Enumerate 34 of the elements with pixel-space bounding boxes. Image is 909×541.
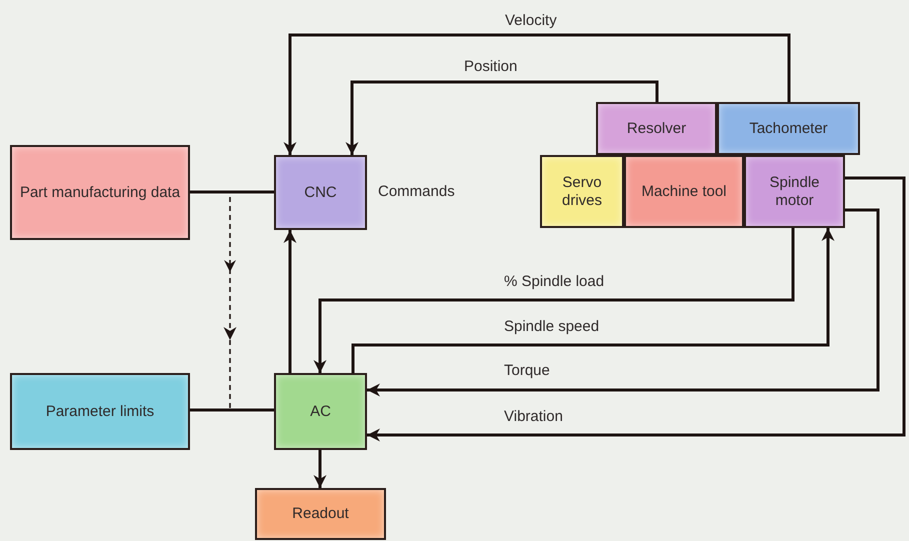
node-label: AC <box>309 402 332 420</box>
node-label: Machine tool <box>640 182 728 200</box>
arrow <box>314 450 326 488</box>
node-label: Spindle motor <box>768 174 821 210</box>
node-label: Servo drives <box>560 174 603 210</box>
arrow <box>346 80 658 155</box>
node-label: Tachometer <box>748 120 829 138</box>
signal-label: Commands <box>378 183 455 201</box>
controller-box <box>274 155 367 230</box>
connector-line <box>190 408 274 412</box>
arrow <box>284 34 790 155</box>
connector-line <box>190 190 274 194</box>
node-label: CNC <box>303 184 338 202</box>
node-label: Readout <box>291 505 350 523</box>
data-box <box>10 145 190 240</box>
sensor-box <box>717 102 860 155</box>
sensor-box <box>596 102 717 155</box>
node-label: Part manufacturing data <box>18 184 182 202</box>
limits-box <box>10 373 190 450</box>
controller-box <box>274 373 367 450</box>
arrow <box>367 208 880 396</box>
drive-box <box>540 155 624 228</box>
edge-label: Velocity <box>503 12 559 30</box>
machine-box <box>624 155 744 228</box>
node-label: Parameter limits <box>44 402 156 420</box>
edge-label: Torque <box>502 362 552 380</box>
arrow <box>367 176 906 442</box>
edge-label: Spindle speed <box>502 318 602 336</box>
motor-box <box>744 155 845 228</box>
node-label: Resolver <box>626 120 688 138</box>
dashed-arrow <box>190 191 236 340</box>
output-box <box>255 488 386 540</box>
arrow <box>284 230 296 373</box>
edge-label: % Spindle load <box>502 273 606 291</box>
